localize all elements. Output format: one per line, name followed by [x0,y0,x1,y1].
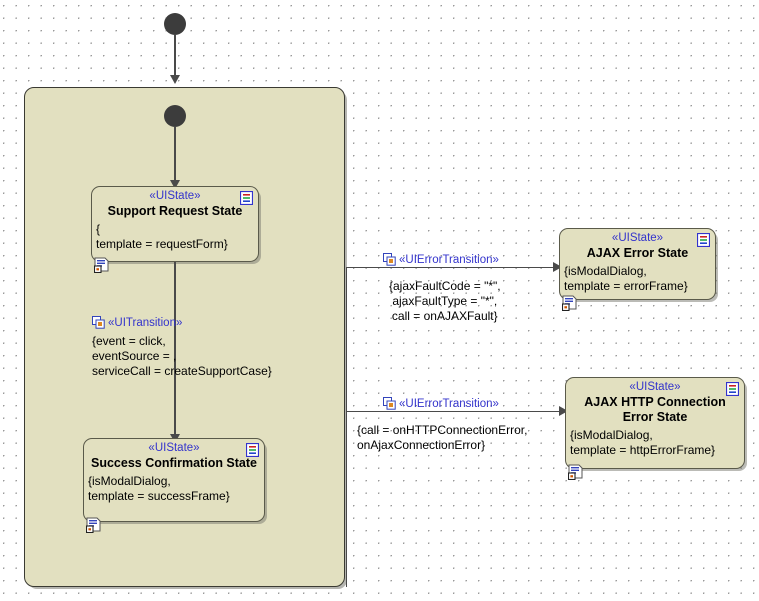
document-icon[interactable] [240,191,253,205]
state-stereotype: «UIState» [149,190,201,202]
arrowhead-initial-to-region [170,75,180,84]
label-ui-error-transition-ajax-fault[interactable]: «UIErrorTransition» {ajaxFaultCode = "*"… [383,253,501,324]
inner-initial-node[interactable] [164,105,186,127]
page-icon[interactable] [86,517,102,533]
connector-initial-to-region [174,35,176,77]
connector-inner-initial-to-support [174,127,176,182]
label-ui-transition[interactable]: «UITransition» {event = click, eventSour… [92,316,272,379]
transition-icon [92,316,105,329]
transition-stereotype-row: «UITransition» [92,316,272,330]
document-icon[interactable] [697,233,710,247]
state-stereotype: «UIState» [629,381,681,393]
transition-properties: {call = onHTTPConnectionError, onAjaxCon… [357,423,528,452]
connector-support-to-success [174,262,176,438]
state-support-request-state[interactable]: «UIState» Support Request State { templa… [91,186,259,273]
state-stereotype: «UIState» [611,232,664,244]
transition-icon [383,397,396,410]
arrowhead-inner-initial-to-support [170,180,180,189]
arrowhead-to-http-error-state [559,406,568,416]
state-success-confirmation-state[interactable]: «UIState» Success Confirmation State {is… [83,438,265,533]
state-title: AJAX Error State [586,246,689,260]
label-ui-error-transition-http[interactable]: «UIErrorTransition» {call = onHTTPConnec… [357,397,527,453]
state-title: AJAX HTTP Connection Error State [584,395,726,424]
state-properties: { template = requestForm} [96,222,228,251]
transition-icon [383,253,396,266]
document-icon[interactable] [246,443,259,457]
state-title: Support Request State [107,204,243,218]
state-stereotype: «UIState» [148,442,200,454]
connector-to-ajax-error-state [346,267,559,269]
state-ajax-http-connection-error-state[interactable]: «UIState» AJAX HTTP Connection Error Sta… [565,377,745,480]
page-icon[interactable] [568,464,584,480]
state-title: Success Confirmation State [90,456,257,470]
outer-initial-node[interactable] [164,13,186,35]
state-ajax-error-state[interactable]: «UIState» AJAX Error State {isModalDialo… [559,228,716,311]
transition-stereotype: «UIErrorTransition» [399,398,499,410]
state-properties: {isModalDialog, template = successFrame} [88,474,230,503]
arrowhead-to-ajax-error-state [553,262,562,272]
transition-stereotype: «UITransition» [108,317,183,329]
state-properties: {isModalDialog, template = errorFrame} [564,264,688,293]
connector-to-http-error-state [346,411,565,413]
state-properties: {isModalDialog, template = httpErrorFram… [570,428,716,457]
transition-stereotype-row: «UIErrorTransition» [383,253,501,267]
transition-properties: {event = click, eventSource = , serviceC… [92,334,272,378]
transition-properties: {ajaxFaultCode = "*", ajaxFaultType = "*… [389,279,501,323]
transition-stereotype-row: «UIErrorTransition» [383,397,527,411]
page-icon[interactable] [562,295,578,311]
document-icon[interactable] [726,382,739,396]
connector-region-edge-vertical [346,267,348,587]
transition-stereotype: «UIErrorTransition» [399,254,499,266]
page-icon[interactable] [94,257,110,273]
